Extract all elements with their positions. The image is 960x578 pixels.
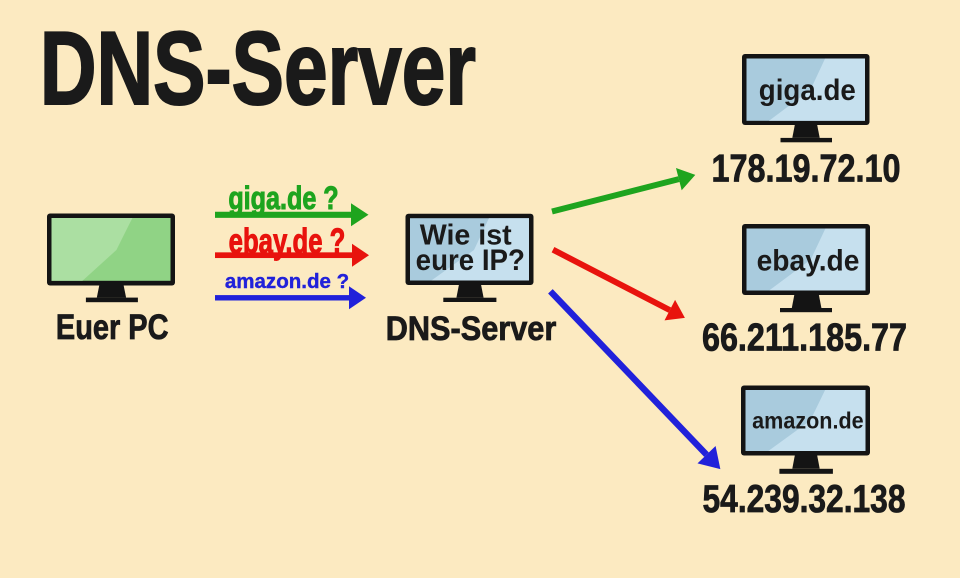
- svg-text:DNS-Server: DNS-Server: [40, 10, 476, 126]
- svg-text:Wie ist: Wie ist: [420, 220, 512, 252]
- svg-text:amazon.de: amazon.de: [752, 408, 863, 434]
- svg-text:Euer PC: Euer PC: [56, 307, 169, 346]
- svg-text:giga.de: giga.de: [759, 74, 856, 107]
- svg-text:eure IP?: eure IP?: [416, 244, 525, 277]
- svg-text:54.239.32.138: 54.239.32.138: [703, 478, 906, 521]
- svg-text:ebay.de: ebay.de: [757, 245, 860, 278]
- svg-text:66.211.185.77: 66.211.185.77: [702, 316, 907, 359]
- svg-text:amazon.de ?: amazon.de ?: [225, 271, 349, 293]
- svg-text:giga.de ?: giga.de ?: [228, 181, 338, 217]
- svg-text:178.19.72.10: 178.19.72.10: [711, 147, 900, 190]
- svg-text:DNS-Server: DNS-Server: [386, 309, 557, 347]
